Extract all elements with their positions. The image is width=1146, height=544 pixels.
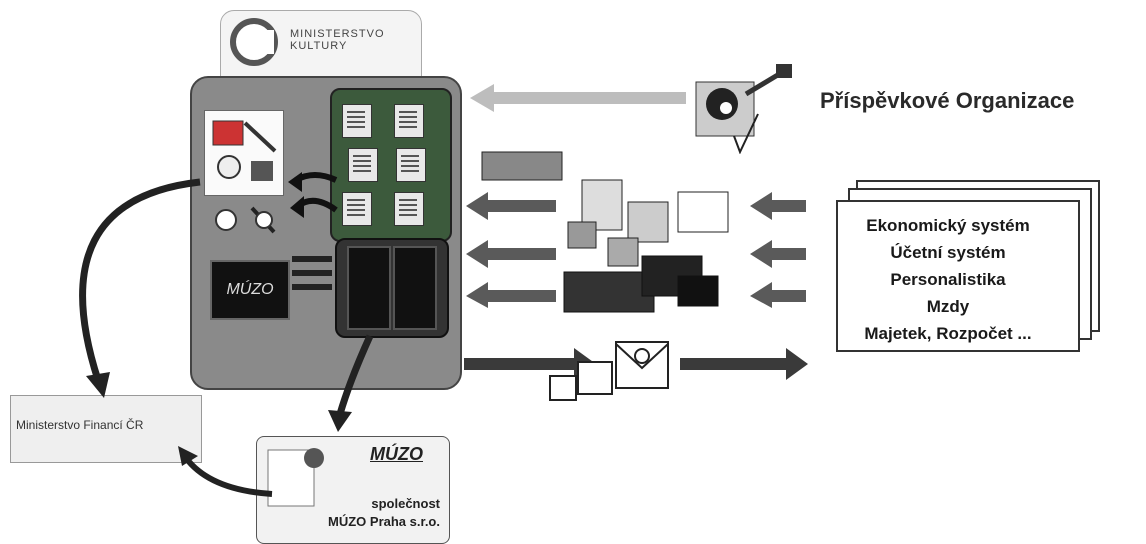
flow-arrows: [0, 0, 1146, 543]
